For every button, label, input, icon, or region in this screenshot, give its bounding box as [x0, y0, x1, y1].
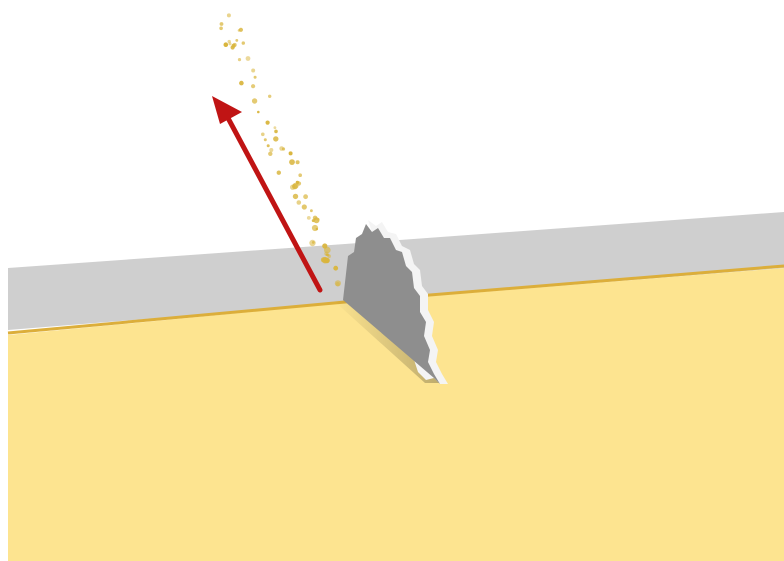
sawdust-particle [231, 43, 236, 48]
sawdust-particles [219, 13, 341, 287]
sawdust-particle [296, 181, 302, 186]
kickback-arrow-shaft [225, 115, 323, 293]
sawdust-particle [266, 144, 270, 148]
sawdust-particle [269, 148, 274, 152]
sawdust-particle [268, 94, 272, 99]
board-front-face [8, 268, 784, 561]
sawdust-particle [251, 84, 256, 89]
sawdust-particle [298, 173, 303, 177]
sawdust-particle [296, 200, 302, 205]
sawdust-particle [324, 257, 330, 264]
saw-blade [343, 224, 440, 384]
sawdust-particle [253, 75, 257, 79]
sawdust-particle [273, 126, 277, 130]
sawdust-particle [310, 209, 313, 213]
sawdust-particle [295, 160, 300, 165]
sawdust-particle [306, 216, 311, 220]
sawdust-particle [265, 120, 270, 125]
sawdust-particle [276, 170, 281, 175]
sawdust-particle [237, 29, 241, 32]
sawdust-particle [334, 280, 341, 287]
sawdust-particle [273, 136, 279, 142]
sawdust-particle [251, 68, 256, 73]
kickback-arrow-head [212, 96, 242, 124]
sawdust-particle [292, 193, 299, 200]
sawdust-particle [324, 246, 331, 254]
sawdust-particle [288, 151, 293, 156]
sawdust-particle [251, 98, 258, 104]
sawdust-particle [279, 146, 284, 151]
sawdust-particle [274, 129, 278, 134]
sawdust-particle [268, 151, 273, 156]
sawdust-particle [228, 42, 232, 46]
sawdust-particle [261, 132, 265, 137]
sawdust-particle [257, 110, 260, 114]
sawdust-particle [263, 138, 267, 142]
sawdust-particle [313, 217, 320, 224]
sawdust-particle [245, 56, 251, 61]
sawdust-particle [326, 253, 330, 257]
sawdust-particle [237, 58, 242, 62]
sawdust-particle [219, 22, 224, 26]
sawdust-particle [292, 183, 298, 190]
sawdust-particle [239, 80, 244, 86]
cut-gap-shadow [333, 300, 440, 383]
sawdust-particle [333, 265, 339, 271]
sawdust-particle [311, 241, 315, 244]
sawdust-particle [241, 41, 245, 45]
sawdust-particle [303, 194, 308, 200]
sawdust-particle [219, 26, 223, 31]
sawdust-particle [301, 204, 307, 210]
sawdust-particle [226, 13, 231, 18]
sawdust-particle [289, 159, 295, 166]
sawdust-particle [235, 39, 239, 42]
sawdust-particle [311, 224, 319, 232]
sawdust-particle [223, 42, 229, 47]
